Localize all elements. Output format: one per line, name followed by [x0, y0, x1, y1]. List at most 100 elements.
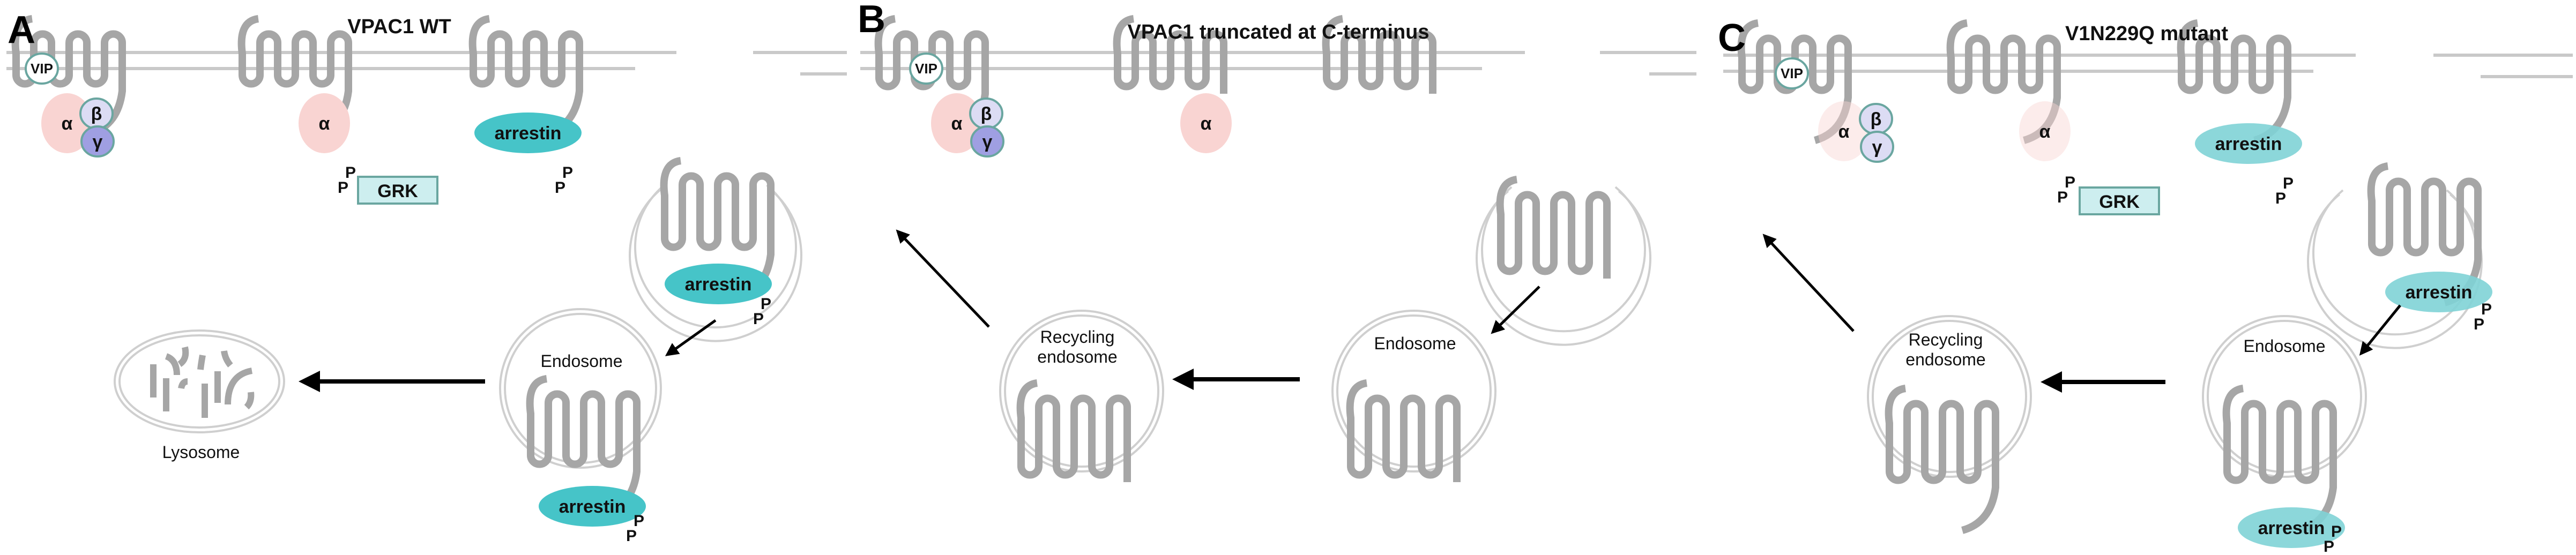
panel-b-arrow-pit-to-endosome	[1491, 286, 1540, 334]
panel-a-receptor-grk	[237, 15, 352, 138]
panel-a-endosome-outer	[499, 308, 662, 469]
panel-c-receptor-recycling	[1885, 385, 1999, 534]
panel-b-receptor-alpha	[1113, 15, 1227, 94]
vesicle-layer	[114, 184, 2483, 478]
arrow-layer	[299, 229, 2401, 393]
panel-c-r2-phospho-2: P	[2065, 174, 2075, 191]
panel-c-letter: C	[1718, 17, 1746, 59]
panel-c-endosome-label: Endosome	[2244, 336, 2326, 356]
panel-c-r2-grk-label: GRK	[2099, 192, 2140, 212]
panel-c-endo-arrestin	[2238, 507, 2345, 548]
panel-b-arrow-recycling-to-membrane	[896, 229, 990, 328]
panel-b-receptor-pit	[1496, 176, 1611, 279]
panel-a-endosome-label: Endosome	[541, 351, 623, 371]
panel-a-r2-g-alpha	[299, 93, 350, 153]
panel-b-receptor-endosome	[1346, 379, 1461, 482]
panel-b-endosome-outer	[1331, 310, 1497, 472]
panel-c-endo-phospho-2: P	[2331, 523, 2342, 541]
panel-c-r1-g-alpha-label: α	[1838, 122, 1850, 142]
panel-b-letter: B	[858, 0, 885, 41]
panel-a-pit-phospho-1: P	[753, 310, 764, 328]
panel-b-r1-g-alpha-label: α	[951, 114, 963, 134]
panel-c-r1-g-alpha	[1818, 101, 1870, 161]
panel-c-title: V1N229Q mutant	[2065, 22, 2228, 45]
panel-c-r3-arrestin-label: arrestin	[2215, 134, 2282, 154]
panel-c-pit-arrestin	[2385, 272, 2492, 312]
panel-b-receptor-vip-bound	[874, 15, 989, 140]
panel-a-r3-phospho-1: P	[555, 179, 565, 197]
panel-a-r2-grk-box	[357, 176, 438, 205]
panel-c-r2-grk-box	[2079, 186, 2160, 215]
panel-c-receptor-arrestin	[2177, 19, 2291, 144]
panel-a-r1-g-beta-label: β	[91, 104, 102, 124]
panel-c-receptor-grk	[1946, 19, 2061, 144]
panel-a-pit-phospho-2: P	[761, 295, 771, 313]
panel-c-r2-g-alpha-label: α	[2039, 122, 2051, 142]
panel-c-vip-label: VIP	[1781, 65, 1803, 81]
panel-a-r3-phospho-2: P	[562, 164, 573, 182]
lysosome-fragment	[225, 368, 253, 405]
panel-a-r3-arrestin	[474, 112, 582, 153]
panel-c-recycling-label-2: endosome	[1905, 350, 1985, 369]
panel-c-r2-phospho-1: P	[2057, 189, 2068, 206]
panel-c-receptor-endosome	[2222, 385, 2337, 534]
panel-a-r2-g-alpha-label: α	[319, 114, 330, 134]
panel-a-lysosome-outer	[114, 329, 285, 433]
panel-a-receptor-endosome	[526, 375, 641, 518]
panel-c-vip-circle	[1775, 57, 1809, 89]
panel-a-r3-arrestin-label: arrestin	[495, 123, 562, 144]
panel-c-recycling-label-1: Recycling	[1909, 330, 1983, 349]
panel-a-receptor-arrestin	[468, 15, 583, 138]
panel-a-endocytic-pit-inner	[634, 184, 797, 329]
lysosome-fragment	[221, 350, 233, 368]
panel-c-endocytic-pit-outer	[2307, 193, 2483, 349]
panel-a-endo-arrestin-label: arrestin	[559, 497, 626, 517]
panel-b-endosome-inner	[1336, 314, 1492, 468]
panel-a-r2-grk-label: GRK	[377, 181, 418, 201]
panel-b-receptor-recycling	[1016, 379, 1131, 482]
panel-a-endo-phospho-1: P	[626, 527, 637, 545]
panel-b-endosome-label: Endosome	[1374, 334, 1456, 353]
panel-b-r1-g-alpha	[931, 93, 982, 153]
panel-a-r2-phospho-2: P	[345, 164, 356, 182]
panel-b-recycling-endosome-inner	[1004, 314, 1159, 468]
panel-b-title: VPAC1 truncated at C-terminus	[1127, 21, 1429, 43]
panel-a-receptor-pit	[660, 157, 775, 301]
panel-a-pit-arrestin	[665, 264, 772, 304]
panel-a-endo-arrestin	[539, 486, 646, 527]
panel-b-vip-label: VIP	[915, 61, 937, 77]
panel-c-endo-phospho-1: P	[2324, 538, 2334, 555]
panel-a-r1-g-alpha	[41, 93, 93, 153]
panel-a-r1-g-gamma-label: γ	[93, 132, 103, 152]
lysosome-fragment	[177, 346, 189, 367]
panel-b-receptor-3	[1322, 15, 1436, 94]
panel-c-r3-phospho-1: P	[2275, 190, 2286, 207]
panel-b-r2-g-alpha	[1180, 93, 1232, 153]
panel-b-r1-g-gamma	[970, 125, 1004, 158]
panel-b-recycling-label-1: Recycling	[1040, 327, 1115, 347]
panel-c-r1-g-gamma	[1860, 131, 1894, 163]
receptor-layer	[11, 15, 2482, 534]
panel-a-receptor-vip-bound	[11, 15, 126, 138]
panel-c-r3-phospho-2: P	[2283, 175, 2294, 192]
panel-a-vip-circle	[25, 52, 59, 85]
panel-c-r1-g-beta-label: β	[1871, 109, 1882, 130]
panel-b-endocytic-pit-outer	[1476, 190, 1651, 346]
panel-a-endocytic-pit-outer	[629, 188, 802, 342]
panel-c-pit-arrestin-label: arrestin	[2406, 282, 2473, 303]
panel-b-r2-g-alpha-label: α	[1201, 114, 1212, 134]
panel-a-r1-g-gamma	[80, 125, 115, 158]
panel-b-endocytic-pit-inner	[1481, 186, 1646, 333]
panel-b-r1-g-beta-label: β	[981, 104, 992, 124]
panel-a-r2-phospho-1: P	[338, 179, 348, 197]
lysosome-fragment	[244, 392, 255, 410]
panel-c-receptor-pit	[2367, 162, 2482, 306]
lysosome-fragment	[165, 353, 180, 376]
panel-a-title: VPAC1 WT	[347, 16, 451, 38]
panel-c-recycling-endosome-inner	[1872, 320, 2027, 473]
panel-a-arrow-pit-to-endosome	[665, 319, 717, 356]
panel-b-r1-g-gamma-label: γ	[982, 132, 993, 152]
panel-a-r1-g-alpha-label: α	[62, 114, 73, 134]
